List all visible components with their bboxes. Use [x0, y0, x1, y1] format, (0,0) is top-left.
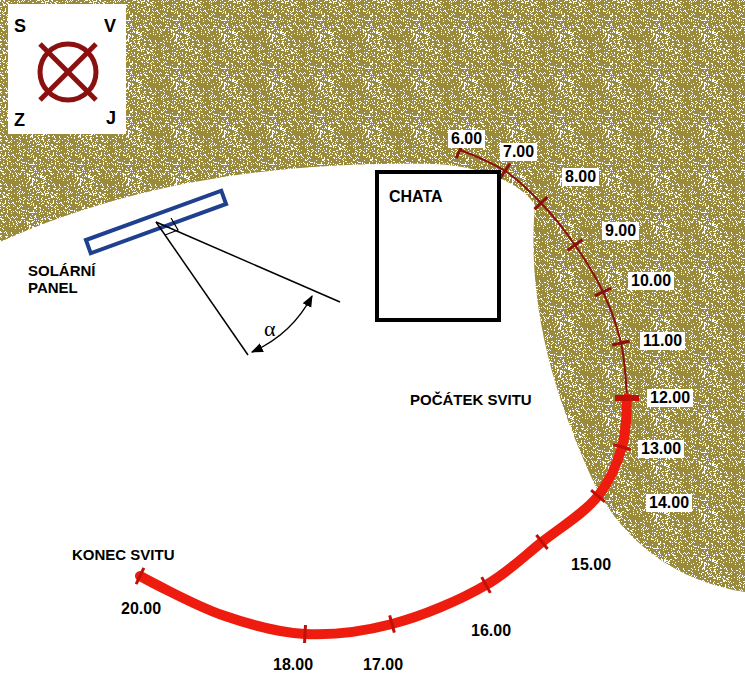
text-label: SOLÁRNÍ PANEL — [28, 262, 114, 297]
compass-letter: S — [14, 16, 26, 37]
text-label: 12.00 — [647, 389, 693, 407]
compass-ground — [8, 4, 126, 134]
text-label: 14.00 — [646, 494, 692, 512]
compass-letter: Z — [14, 110, 25, 131]
text-label: 7.00 — [500, 143, 537, 161]
compass-letter: J — [106, 108, 116, 129]
text-label: 11.00 — [640, 332, 685, 350]
text-label: 16.00 — [468, 622, 514, 640]
text-label: 17.00 — [360, 656, 406, 674]
text-label: 20.00 — [118, 600, 164, 618]
text-label: 10.00 — [628, 272, 674, 290]
cottage-box: CHATA — [375, 170, 501, 322]
text-label: 18.00 — [270, 656, 316, 674]
text-label: 13.00 — [638, 440, 684, 458]
text-label: 9.00 — [602, 222, 639, 240]
text-label: KONEC SVITU — [72, 546, 175, 563]
node-label: CHATA — [389, 188, 487, 206]
compass-letter: V — [104, 16, 116, 37]
text-label: 8.00 — [562, 168, 599, 186]
text-label: 6.00 — [448, 130, 485, 148]
text-label: 15.00 — [568, 556, 614, 574]
text-label: POČÁTEK SVITU — [410, 391, 532, 408]
terrain-region — [0, 0, 745, 592]
solar-panel — [86, 191, 340, 355]
sun-path — [136, 142, 639, 643]
compass-symbol — [40, 44, 96, 100]
angle-label: α — [264, 316, 276, 341]
